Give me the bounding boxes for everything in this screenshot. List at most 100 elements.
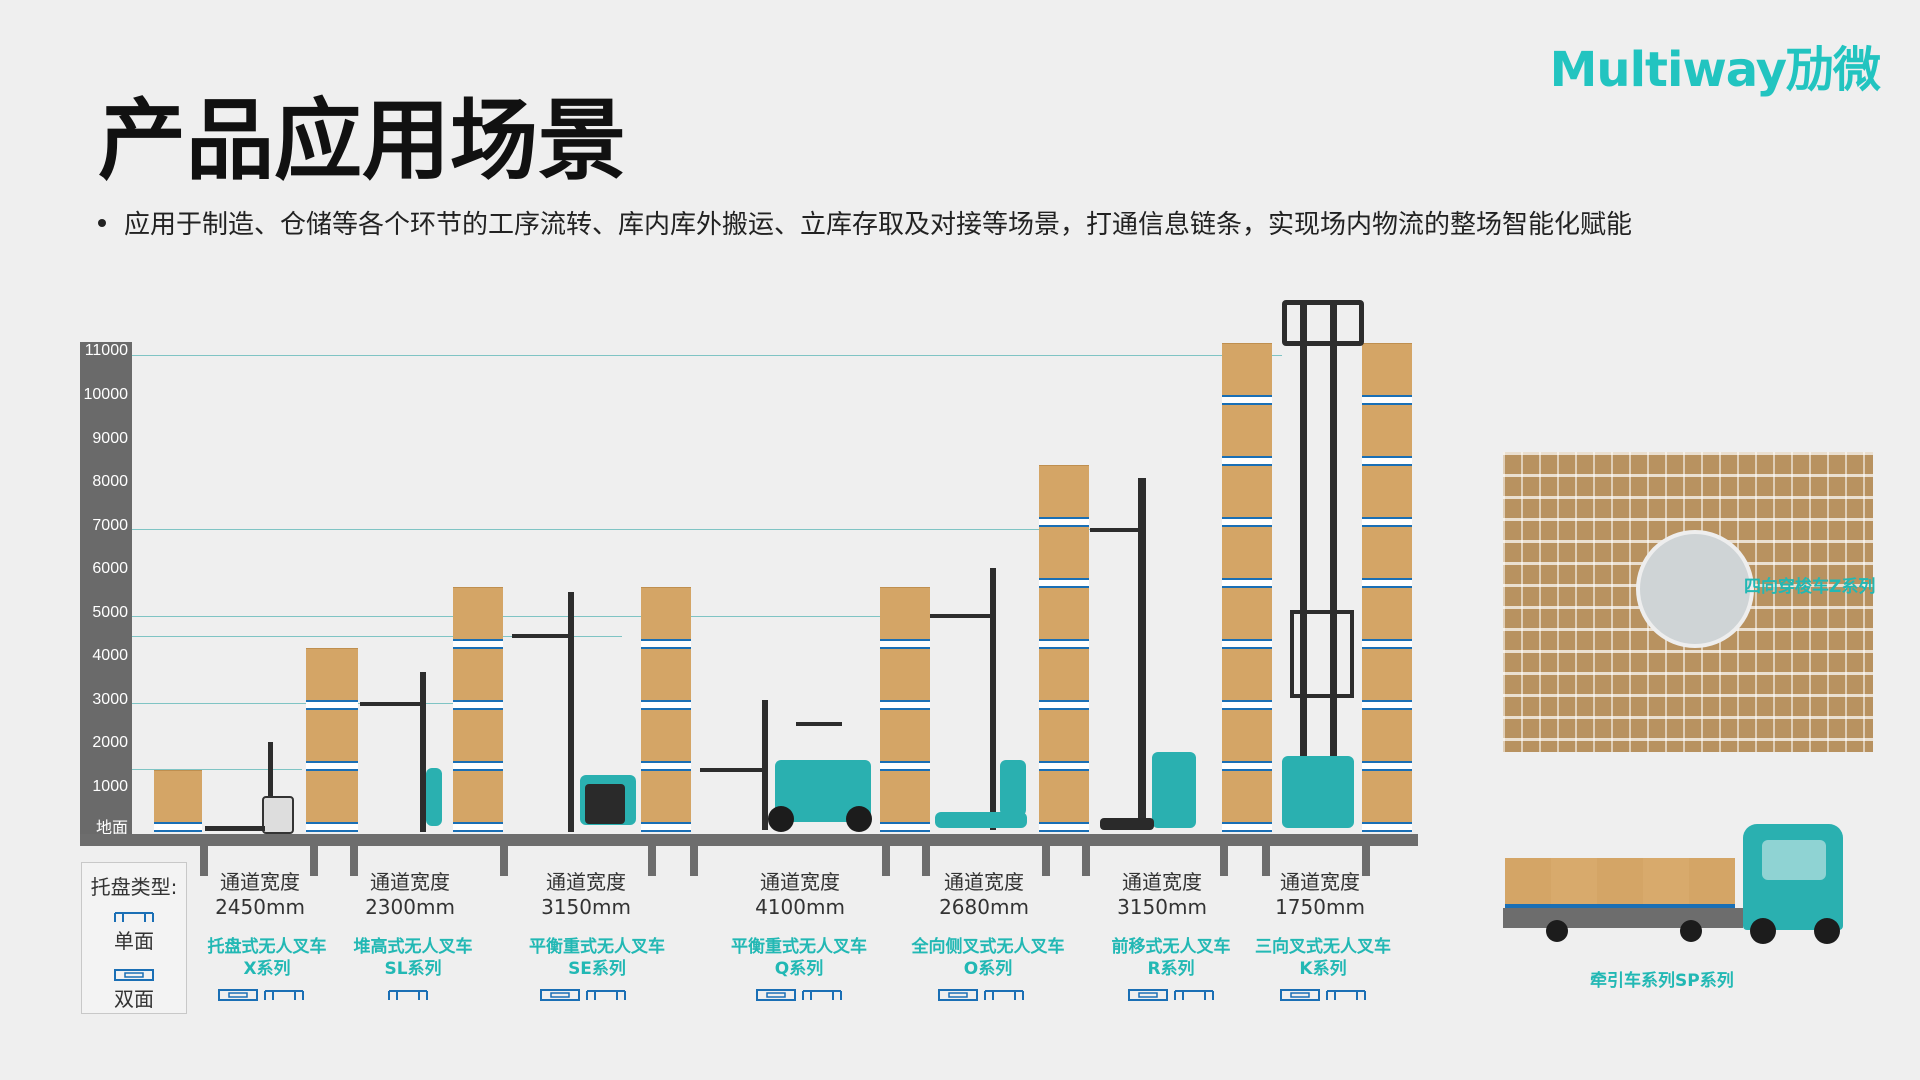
single-pallet-icon <box>1174 986 1214 1005</box>
series-name: 三向叉式无人叉车 <box>1255 937 1391 957</box>
rack-box <box>453 648 503 700</box>
rack-pallet <box>1222 639 1272 649</box>
post <box>1220 846 1228 876</box>
rack-pallet <box>453 700 503 710</box>
rack-box <box>1362 648 1412 700</box>
rack-box <box>1222 404 1272 456</box>
series-code: Q系列 <box>774 959 824 979</box>
rack-box <box>154 770 202 822</box>
aisle-label: 通道宽度 <box>546 870 626 894</box>
rack-box <box>1362 709 1412 761</box>
rack-pallet <box>453 822 503 832</box>
rack-pallet <box>1039 700 1089 710</box>
rack-pallet <box>1222 761 1272 771</box>
rack-pallet <box>1362 822 1412 832</box>
rack-box <box>306 709 358 761</box>
series-code: O系列 <box>963 959 1013 979</box>
post <box>690 846 698 876</box>
rack-pallet <box>641 761 691 771</box>
rack-box <box>1039 526 1089 578</box>
rack-pallet <box>1039 761 1089 771</box>
rack-pallet <box>1362 700 1412 710</box>
post <box>310 846 318 876</box>
rack-pallet <box>1362 639 1412 649</box>
rack-box <box>1222 526 1272 578</box>
rack-box <box>1222 465 1272 517</box>
rack-box <box>880 709 930 761</box>
rack-box <box>1362 404 1412 456</box>
single-pallet-icon <box>264 986 304 1005</box>
rack-box <box>641 587 691 639</box>
single-pallet-icon <box>388 986 428 1005</box>
rack-pallet <box>1362 456 1412 466</box>
rack-box <box>1362 587 1412 639</box>
rack-pallet <box>154 822 202 832</box>
series-code: R系列 <box>1147 959 1195 979</box>
pallet-type-row <box>1128 986 1220 1005</box>
aisle-value: 2450mm <box>215 895 305 919</box>
rack-pallet <box>641 700 691 710</box>
rack-box <box>1222 709 1272 761</box>
pallet-type-row <box>938 986 1030 1005</box>
rack-box <box>306 770 358 822</box>
tick-6000: 6000 <box>92 560 128 577</box>
rack-pallet <box>306 700 358 710</box>
rack-box <box>641 648 691 700</box>
aisle-label: 通道宽度 <box>370 870 450 894</box>
tick-3000: 3000 <box>92 691 128 708</box>
post <box>1262 846 1270 876</box>
tick-4000: 4000 <box>92 647 128 664</box>
aisle-label: 通道宽度 <box>220 870 300 894</box>
height-line-5000 <box>132 616 952 617</box>
pallet-type-row <box>218 986 310 1005</box>
rack-pallet <box>1222 517 1272 527</box>
post <box>922 846 930 876</box>
aisle-value: 2680mm <box>939 895 1029 919</box>
aisle-label: 通道宽度 <box>1280 870 1360 894</box>
rack-box <box>641 709 691 761</box>
shuttle-label: 四向穿梭车Z系列 <box>1744 577 1876 597</box>
page-title: 产品应用场景 <box>98 89 627 192</box>
rack-pallet <box>1039 822 1089 832</box>
rack-box <box>1222 770 1272 822</box>
rack-box <box>880 648 930 700</box>
pallet-type-row <box>540 986 632 1005</box>
post <box>350 846 358 876</box>
series-name: 托盘式无人叉车 <box>207 937 327 957</box>
pallet-legend: 托盘类型: 单面 双面 <box>81 862 187 1014</box>
rack-pallet <box>641 822 691 832</box>
legend-title: 托盘类型: <box>90 875 178 899</box>
rack-pallet <box>880 639 930 649</box>
post <box>1042 846 1050 876</box>
height-line-1500 <box>132 769 302 770</box>
rack-pallet <box>1222 822 1272 832</box>
bullet-text: 应用于制造、仓储等各个环节的工序流转、库内库外搬运、立库存取及对接等场景，打通信… <box>98 204 1632 241</box>
tick-10000: 10000 <box>83 386 129 403</box>
rack-pallet <box>453 761 503 771</box>
aisle-label: 通道宽度 <box>944 870 1024 894</box>
aisle-label: 通道宽度 <box>760 870 840 894</box>
ground-line <box>80 834 1418 846</box>
single-pallet-icon <box>984 986 1024 1005</box>
legend-double: 双面 <box>114 987 154 1011</box>
single-pallet-icon <box>114 911 154 922</box>
rack-box <box>1362 343 1412 395</box>
aisle-value: 1750mm <box>1275 895 1365 919</box>
series-name: 前移式无人叉车 <box>1111 937 1231 957</box>
rack-pallet <box>1039 639 1089 649</box>
rack-pallet <box>306 822 358 832</box>
rack-box <box>1362 770 1412 822</box>
post <box>1082 846 1090 876</box>
rack-box <box>1039 648 1089 700</box>
rack-pallet <box>1362 761 1412 771</box>
tick-ground: 地面 <box>95 820 128 837</box>
